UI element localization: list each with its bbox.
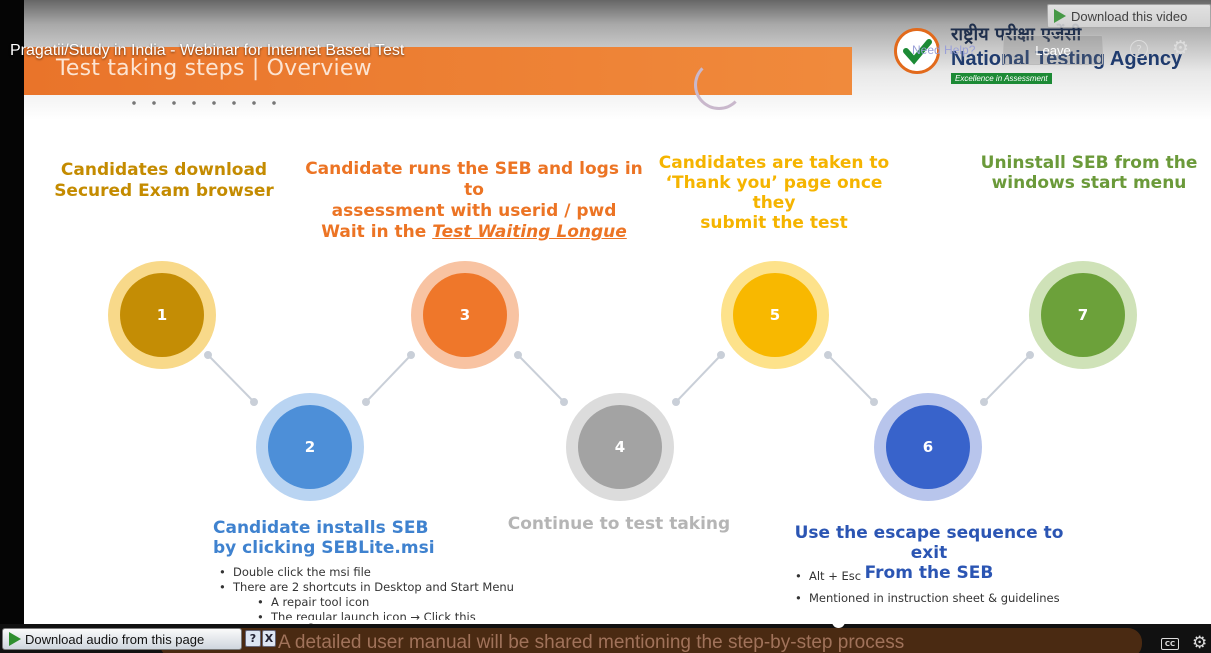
settings-gear-icon[interactable]: ⚙ (1172, 37, 1190, 59)
audio-close-icon[interactable]: X (262, 630, 276, 647)
step-2-circle: 2 (256, 393, 364, 501)
presentation-slide: Test taking steps | Overview राष्ट्रीय प… (24, 0, 1211, 628)
slide-title: Test taking steps | Overview (56, 56, 372, 81)
step-2-line: Candidate installs SEB (213, 518, 429, 538)
step-4-line: Continue to test taking (507, 514, 731, 534)
subtitle-background (160, 628, 1142, 653)
subtitle-text: A detailed user manual will be shared me… (278, 632, 905, 653)
seek-bar-handle[interactable] (832, 615, 846, 628)
step-4-number: 4 (578, 405, 662, 489)
download-video-button[interactable]: Download this video (1047, 4, 1211, 28)
left-letterbox (0, 0, 24, 653)
seek-bar-fill (24, 620, 839, 623)
step-7-line: Uninstall SEB from the (980, 153, 1198, 173)
step-5-line: submit the test (700, 213, 848, 233)
step-1-number: 1 (120, 273, 204, 357)
step-6-line: Use the escape sequence to exit (794, 523, 1064, 563)
step-connectors (204, 351, 1034, 406)
player-settings-gear-icon[interactable]: ⚙ (1192, 633, 1208, 653)
step-5-heading: Candidates are taken to ‘Thank you’ page… (644, 153, 904, 233)
seek-bar[interactable] (24, 615, 1211, 628)
help-icon[interactable]: ? (1130, 40, 1148, 58)
download-video-label: Download this video (1071, 8, 1188, 24)
play-icon (1054, 9, 1066, 23)
step-3-circle: 3 (411, 261, 519, 369)
video-title: Pragatii/Study in India - Webinar for In… (10, 42, 405, 59)
need-help-link[interactable]: Need Help? (912, 43, 976, 57)
decorative-arc (694, 60, 744, 110)
step-3-line: Candidate runs the SEB and logs in to (305, 159, 643, 200)
bullet-item: There are 2 shortcuts in Desktop and Sta… (217, 580, 514, 595)
step-1-circle: 1 (108, 261, 216, 369)
step-5-line: ‘Thank you’ page once they (665, 173, 883, 213)
step-5-line: Candidates are taken to (658, 153, 890, 173)
step-2-line: by clicking SEBLite.msi (213, 538, 435, 558)
leave-button[interactable]: Leave (1003, 35, 1103, 65)
step-2-bullets: Double click the msi file There are 2 sh… (217, 565, 514, 625)
org-tagline: Excellence in Assessment (951, 73, 1052, 84)
step-3-heading: Candidate runs the SEB and logs in to as… (294, 159, 654, 243)
step-5-number: 5 (733, 273, 817, 357)
step-7-circle: 7 (1029, 261, 1137, 369)
download-audio-label: Download audio from this page (25, 631, 205, 647)
org-name-hindi: राष्ट्रीय परीक्षा एजेंसी (951, 24, 1082, 45)
step-1-line: Candidates download (60, 160, 268, 180)
step-1-line: Secured Exam browser (54, 181, 274, 201)
nta-logo-icon (894, 28, 940, 74)
step-7-number: 7 (1041, 273, 1125, 357)
step-2-heading: Candidate installs SEB by clicking SEBLi… (199, 518, 439, 558)
step-3-line: assessment with userid / pwd (331, 201, 617, 221)
step-1-heading: Candidates download Secured Exam browser (44, 160, 284, 202)
decorative-dots (124, 96, 284, 110)
step-3-number: 3 (423, 273, 507, 357)
sub-bullet-item: A repair tool icon (217, 595, 514, 610)
wait-prefix: Wait in the (321, 222, 433, 242)
step-5-circle: 5 (721, 261, 829, 369)
step-7-line: windows start menu (991, 173, 1187, 193)
bullet-item: Alt + Esc (793, 565, 1060, 587)
step-3-wait-line: Wait in the Test Waiting Longue (294, 222, 654, 243)
step-4-heading: Continue to test taking (504, 514, 734, 534)
step-6-circle: 6 (874, 393, 982, 501)
audio-help-icon[interactable]: ? (245, 630, 261, 647)
step-4-circle: 4 (566, 393, 674, 501)
bullet-item: Mentioned in instruction sheet & guideli… (793, 587, 1060, 609)
play-icon (9, 632, 21, 646)
step-2-number: 2 (268, 405, 352, 489)
step-7-heading: Uninstall SEB from the windows start men… (964, 153, 1211, 193)
bullet-item: Double click the msi file (217, 565, 514, 580)
step-6-bullets: Alt + Esc Mentioned in instruction sheet… (793, 565, 1060, 609)
test-waiting-longue-link: Test Waiting Longue (432, 222, 627, 242)
download-audio-button[interactable]: Download audio from this page (2, 628, 242, 650)
step-6-number: 6 (886, 405, 970, 489)
closed-captions-icon[interactable]: CC (1161, 638, 1179, 650)
